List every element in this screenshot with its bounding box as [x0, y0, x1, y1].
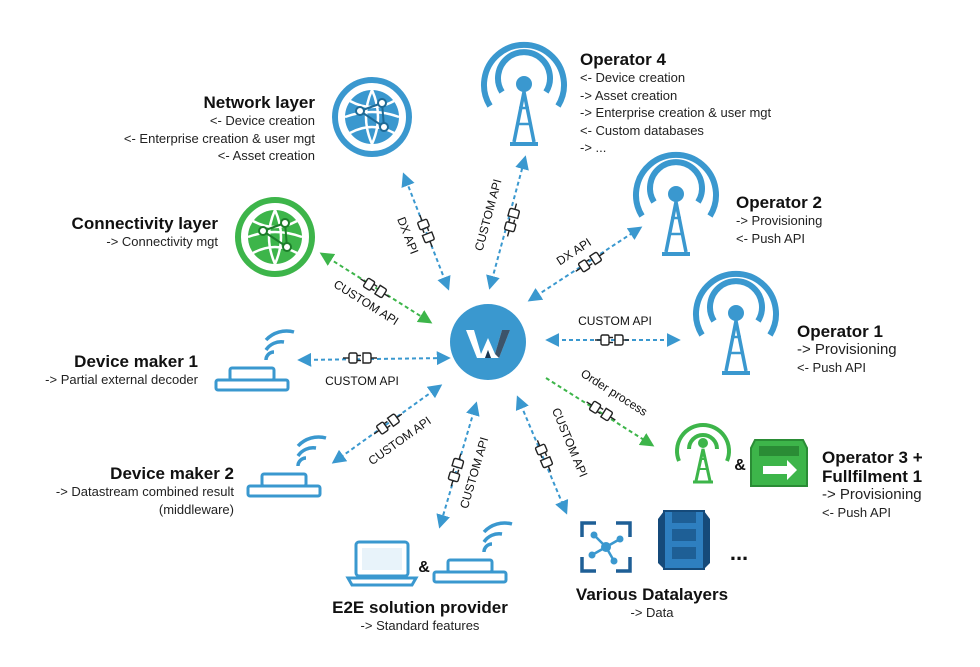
datalayers-more: ...: [730, 540, 748, 565]
operator-3-label: Operator 3 + Fullfilment 1 -> Provisioni…: [822, 448, 923, 522]
device-maker-2-title: Device maker 2: [110, 464, 234, 483]
connection-label-device1: CUSTOM API: [325, 374, 399, 388]
connection-connectivity: CUSTOM API: [319, 252, 433, 328]
e2e-provider-line: -> Standard features: [360, 618, 480, 633]
connection-label-datalayers: CUSTOM API: [549, 406, 591, 479]
network-layer-line: <- Enterprise creation & user mgt: [123, 130, 315, 146]
connection-op2: DX API: [527, 226, 643, 302]
device-icon: [246, 435, 327, 498]
e2e-amp: &: [418, 559, 430, 576]
e2e-provider-title: E2E solution provider: [332, 598, 508, 617]
connection-device1: CUSTOM API: [297, 351, 451, 388]
database-stack-icon: [658, 510, 710, 570]
operator-4-line: -> Asset creation: [580, 87, 678, 103]
connection-datalayers: CUSTOM API: [515, 395, 591, 515]
connection-label-op3: Order process: [578, 366, 650, 418]
operator-4-line: <- Custom databases: [580, 122, 704, 138]
connectivity-layer-label: Connectivity layer -> Connectivity mgt: [72, 214, 218, 251]
operator-1-title: Operator 1: [797, 322, 883, 341]
datalayers-line: -> Data: [630, 605, 674, 620]
network-layer-line: <- Asset creation: [217, 148, 315, 163]
datalayers-title: Various Datalayers: [575, 585, 729, 604]
antenna-icon: [481, 42, 567, 146]
hub-network-icon: [580, 521, 632, 573]
globe-icon: [332, 77, 412, 157]
antenna-icon: [675, 423, 731, 484]
device-maker-1-title: Device maker 1: [74, 352, 198, 371]
operator-3-title: Fullfilment 1: [822, 467, 923, 486]
connection-network: DX API: [394, 172, 451, 291]
operator-3-title: Operator 3 +: [822, 448, 923, 467]
network-layer-line: <- Device creation: [209, 113, 315, 128]
operator-1-line: <- Push API: [797, 360, 867, 375]
connectivity-layer-line: -> Connectivity mgt: [106, 234, 218, 249]
connection-op4: CUSTOM API: [472, 155, 529, 290]
operator-3-line: <- Push API: [822, 505, 892, 520]
device-maker-1-line: -> Partial external decoder: [45, 372, 198, 387]
connection-label-op4: CUSTOM API: [472, 178, 505, 253]
operator-1-label: Operator 1 -> Provisioning <- Push API: [797, 322, 897, 377]
device-maker-2-line: -> Datastream combined result: [55, 484, 234, 499]
network-layer-title: Network layer: [203, 93, 316, 112]
w-logo-icon: [450, 304, 526, 380]
device-maker-2-label: Device maker 2 -> Datastream combined re…: [56, 464, 234, 518]
operator-4-label: Operator 4 <- Device creation -> Asset c…: [580, 50, 771, 157]
device-maker-1-label: Device maker 1 -> Partial external decod…: [45, 352, 198, 389]
connection-e2e: CUSTOM API: [436, 401, 491, 529]
connection-device2: CUSTOM API: [331, 384, 443, 468]
operator-4-line: <- Device creation: [580, 70, 686, 85]
operator-4-title: Operator 4: [580, 50, 666, 69]
antenna-icon: [693, 271, 779, 375]
fulfilment-box-icon: [750, 439, 808, 487]
operator-4-line: -> Enterprise creation & user mgt: [580, 105, 772, 120]
connection-label-op1: CUSTOM API: [578, 314, 652, 328]
connection-label-network: DX API: [394, 215, 421, 256]
operator-2-line: -> Provisioning: [736, 213, 823, 228]
operator-4-line: -> ...: [580, 140, 607, 155]
antenna-icon: [633, 152, 719, 256]
globe-icon: [235, 197, 315, 277]
device-icon: [214, 329, 295, 392]
op3-amp: &: [734, 457, 746, 474]
laptop-icon: [345, 540, 419, 587]
operator-3-line: -> Provisioning: [822, 486, 922, 503]
device-icon: [432, 521, 513, 584]
operator-1-line: -> Provisioning: [797, 341, 897, 358]
connectivity-layer-title: Connectivity layer: [71, 214, 218, 233]
datalayers-label: Various Datalayers -> Data: [548, 585, 756, 622]
connection-label-e2e: CUSTOM API: [457, 435, 491, 510]
connection-op1: CUSTOM API: [545, 314, 681, 347]
network-layer-label: Network layer <- Device creation <- Ente…: [124, 93, 315, 165]
operator-2-label: Operator 2 -> Provisioning <- Push API: [736, 193, 822, 247]
operator-2-title: Operator 2: [736, 193, 822, 212]
e2e-provider-label: E2E solution provider -> Standard featur…: [300, 598, 540, 635]
operator-2-line: <- Push API: [736, 230, 806, 246]
device-maker-2-line: (middleware): [158, 501, 234, 517]
